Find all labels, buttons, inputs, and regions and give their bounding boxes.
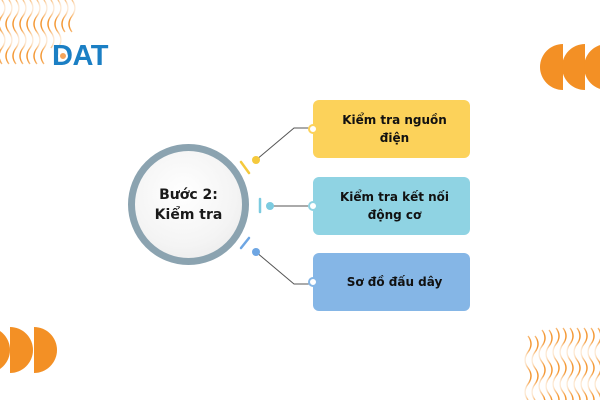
branch-label: Kiểm tra nguồn điện	[342, 113, 447, 145]
logo: DAT	[52, 42, 108, 71]
wave-pattern-top-left	[0, 0, 76, 65]
wave-pattern-bottom-right	[524, 327, 600, 400]
branch-node-wiring-diagram: Sơ đồ đấu dây	[308, 253, 470, 311]
branch-node-power-check: Kiểm tra nguồn điện	[308, 100, 470, 158]
branch-label: Kiểm tra kết nối động cơ	[339, 190, 450, 222]
central-node-line1: Bước 2:	[159, 186, 218, 203]
connector-knob	[308, 201, 318, 211]
branch-node-motor-connection: Kiểm tra kết nối động cơ	[308, 177, 470, 235]
connector-knob	[308, 277, 318, 287]
branch-label: Sơ đồ đấu dây	[346, 275, 443, 289]
connector-lines	[255, 127, 313, 285]
connector-knob	[308, 124, 318, 134]
half-circles-bottom-left	[0, 327, 57, 373]
central-node: Bước 2: Kiểm tra	[128, 144, 249, 265]
half-circles-top-right	[540, 44, 600, 90]
accent-marks	[239, 156, 274, 256]
central-node-line2: Kiểm tra	[154, 206, 223, 223]
logo-target-icon	[58, 51, 68, 61]
